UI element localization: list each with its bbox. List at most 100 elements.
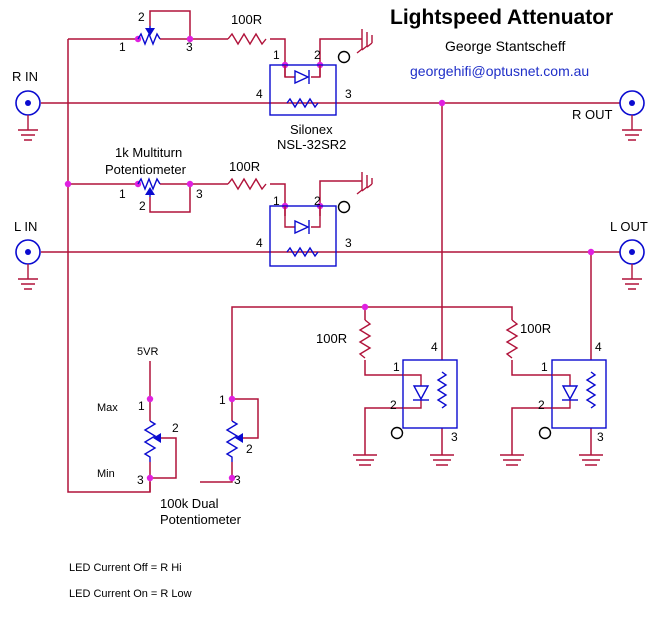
resistor-shunt-left bbox=[358, 319, 372, 359]
resistor-mid-series bbox=[227, 177, 267, 191]
label-resistor-top: 100R bbox=[231, 12, 262, 27]
connector-r-in bbox=[15, 90, 41, 141]
pin-mid-pot-3: 3 bbox=[196, 187, 203, 201]
wire-mid-chain bbox=[68, 183, 286, 216]
label-resistor-mid: 100R bbox=[229, 159, 260, 174]
label-r-out: R OUT bbox=[572, 107, 613, 122]
junction-dual-a-3 bbox=[146, 474, 154, 482]
pin-bl-opto-2: 2 bbox=[390, 398, 397, 412]
opto-top-test-point bbox=[337, 50, 351, 64]
label-multiturn-line1: 1k Multiturn bbox=[115, 145, 182, 160]
label-r-in: R IN bbox=[12, 69, 38, 84]
opto-bl-box bbox=[402, 359, 458, 429]
opto-bl-ldr bbox=[436, 371, 448, 409]
ground-mid-chassis bbox=[356, 172, 373, 195]
pin-mid-pot-1: 1 bbox=[119, 187, 126, 201]
opto-br-box bbox=[551, 359, 607, 429]
pot-dual-b-arrow bbox=[235, 433, 243, 443]
pin-top-opto-4: 4 bbox=[256, 87, 263, 101]
pin-br-opto-2: 2 bbox=[538, 398, 545, 412]
opto-bl-led bbox=[412, 385, 430, 401]
pin-dual-b-3: 3 bbox=[234, 473, 241, 487]
junction-left-bus-mid bbox=[64, 180, 72, 188]
wire-led-ground-right bbox=[511, 407, 552, 455]
author-email: georgehifi@optusnet.com.au bbox=[410, 63, 589, 79]
ground-br-ldr bbox=[579, 454, 603, 466]
wire-top-chain bbox=[68, 38, 286, 77]
label-min: Min bbox=[97, 468, 115, 480]
note-led-off: LED Current Off = R Hi bbox=[69, 562, 182, 574]
pot-mid-arrow bbox=[145, 187, 155, 195]
opto-top-box bbox=[269, 64, 337, 116]
opto-mid-box bbox=[269, 205, 337, 267]
connector-l-in bbox=[15, 239, 41, 290]
opto-top bbox=[269, 50, 351, 116]
wire-led-ground-left bbox=[364, 407, 403, 455]
wire-dual-link bbox=[149, 462, 233, 492]
pin-mid-opto-3: 3 bbox=[345, 236, 352, 250]
wire-shunt-right bbox=[511, 360, 552, 376]
author-name: George Stantscheff bbox=[445, 38, 565, 54]
pin-br-opto-3: 3 bbox=[597, 430, 604, 444]
connector-l-out bbox=[619, 239, 645, 290]
opto-mid-test-point bbox=[337, 200, 351, 214]
pin-mid-opto-2: 2 bbox=[314, 194, 321, 208]
opto-mid-led-wire bbox=[284, 206, 321, 228]
pin-dual-a-2: 2 bbox=[172, 421, 179, 435]
ground-bl-led bbox=[353, 454, 377, 466]
connectors bbox=[15, 90, 645, 290]
junction-shunt-bus bbox=[361, 303, 369, 311]
wire-left-bus bbox=[67, 39, 151, 493]
connector-r-out bbox=[619, 90, 645, 141]
wire-shunt-bus bbox=[231, 306, 513, 395]
pot-dual-a-body bbox=[143, 420, 157, 462]
grounds bbox=[353, 29, 603, 466]
opto-bottom-left bbox=[390, 359, 458, 440]
junction-l-out bbox=[587, 248, 595, 256]
wire-top-wiper-loop bbox=[149, 10, 191, 39]
junction-mid-pot-3 bbox=[186, 180, 194, 188]
junction-dual-b-3 bbox=[228, 474, 236, 482]
resistor-shunt-right bbox=[505, 319, 519, 359]
label-resistor-shunt-left: 100R bbox=[316, 331, 347, 346]
pin-mid-opto-4: 4 bbox=[256, 236, 263, 250]
resistors bbox=[227, 32, 519, 359]
label-multiturn-line2: Potentiometer bbox=[105, 162, 187, 177]
pin-bl-opto-1: 1 bbox=[393, 360, 400, 374]
pin-dual-a-1: 1 bbox=[138, 399, 145, 413]
wire-dual-b-wiper bbox=[232, 398, 259, 439]
label-5vr: 5VR bbox=[137, 346, 158, 358]
ground-top-chassis bbox=[356, 29, 373, 54]
pin-bl-opto-3: 3 bbox=[451, 430, 458, 444]
label-opto-part: NSL-32SR2 bbox=[277, 137, 346, 152]
opto-top-led bbox=[294, 69, 310, 85]
label-dual-line2: Potentiometer bbox=[160, 512, 242, 527]
pot-dual-a-arrow bbox=[153, 433, 161, 443]
wire-top-ground bbox=[319, 38, 362, 77]
opto-mid-ldr bbox=[286, 246, 319, 258]
resistor-top-series bbox=[227, 32, 267, 46]
label-max: Max bbox=[97, 402, 118, 414]
junction-r-out bbox=[438, 99, 446, 107]
label-l-in: L IN bbox=[14, 219, 37, 234]
pot-top-arrow bbox=[145, 28, 155, 36]
note-led-on: LED Current On = R Low bbox=[69, 588, 192, 600]
opto-br-led bbox=[561, 385, 579, 401]
potentiometers bbox=[137, 26, 243, 462]
pin-top-opto-3: 3 bbox=[345, 87, 352, 101]
label-dual-line1: 100k Dual bbox=[160, 496, 219, 511]
pin-top-opto-2: 2 bbox=[314, 48, 321, 62]
pin-mid-opto-1: 1 bbox=[273, 194, 280, 208]
ground-bl-ldr bbox=[430, 454, 454, 466]
opto-bl-test-point bbox=[390, 426, 404, 440]
wires bbox=[41, 10, 620, 493]
pin-numbers: 1 2 3 1 2 4 3 1 2 3 1 2 4 3 1 2 4 3 1 2 … bbox=[119, 10, 604, 487]
wire-dual-a-wiper bbox=[150, 437, 177, 479]
junction-top-pot-3 bbox=[186, 35, 194, 43]
pin-top-pot-1: 1 bbox=[119, 40, 126, 54]
pot-top-body bbox=[137, 32, 161, 46]
pin-br-opto-1: 1 bbox=[541, 360, 548, 374]
opto-mid-led bbox=[294, 219, 310, 235]
pin-top-opto-1: 1 bbox=[273, 48, 280, 62]
